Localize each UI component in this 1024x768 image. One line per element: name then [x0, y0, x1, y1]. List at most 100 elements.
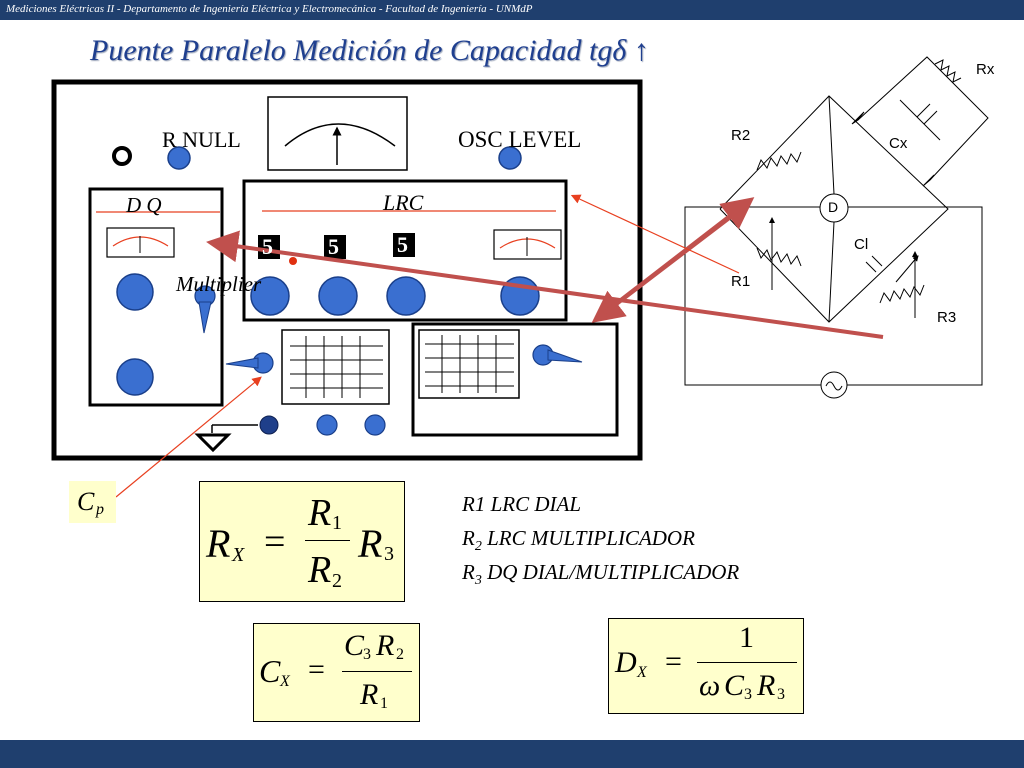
- dq-dial-knob[interactable]: [116, 273, 154, 311]
- legend-r3-sub: 3: [474, 573, 482, 589]
- rx-lhs: R: [206, 521, 231, 566]
- multiplier-label: Multiplier: [176, 272, 262, 296]
- cx-lhs: C: [259, 653, 281, 689]
- arrow-cp: [115, 376, 262, 498]
- switch-grid-left: [281, 329, 390, 405]
- legend-line-3: R3 DQ DIAL/MULTIPLICADOR: [462, 560, 739, 589]
- dx-den-c-sub: 3: [744, 686, 752, 703]
- r3-label: R3: [937, 309, 957, 326]
- cx-den-sub: 1: [380, 695, 388, 712]
- slide-title: Puente Paralelo Medición de Capacidad tg…: [90, 34, 649, 67]
- range-lever[interactable]: [532, 344, 583, 366]
- formula-dx: D X = 1 ω C 3 R 3: [608, 618, 804, 714]
- terminal-knob-2[interactable]: [364, 414, 386, 436]
- dx-den-r: R: [757, 669, 776, 702]
- osc-level-label: OSC LEVEL: [458, 127, 582, 152]
- rx-num: R: [308, 492, 332, 534]
- lrc-meter: [493, 229, 562, 260]
- arrow-r2-back: [602, 197, 755, 315]
- digit-3: 5: [397, 232, 408, 257]
- dx-lhs: D: [615, 646, 637, 679]
- cp-label-sub: p: [96, 501, 104, 518]
- dq-panel: [88, 187, 224, 407]
- rx-label: Rx: [976, 61, 995, 78]
- header-bar: Mediciones Eléctricas II - Departamento …: [0, 0, 1024, 20]
- power-ring-icon[interactable]: [112, 146, 132, 166]
- dx-den-r-sub: 3: [777, 686, 785, 703]
- r-null-knob[interactable]: [167, 146, 191, 170]
- footer-bar: [0, 740, 1024, 768]
- legend-line-2: R2 LRC MULTIPLICADOR: [462, 526, 695, 555]
- dx-den-c: C: [724, 669, 745, 702]
- cp-label-box: C p: [69, 481, 116, 523]
- legend-r2-sub: 2: [474, 539, 482, 555]
- cx-num-c-sub: 3: [363, 646, 371, 663]
- dx-eq: =: [665, 645, 682, 678]
- rx-resistor: [934, 59, 962, 83]
- rx-mult: R: [358, 521, 383, 566]
- lrc-knob-2[interactable]: [318, 276, 358, 316]
- cx-num-r-sub: 2: [396, 646, 404, 663]
- dq-label: D Q: [126, 193, 162, 217]
- null-meter: [267, 96, 408, 171]
- rx-fraction-bar: [305, 540, 350, 541]
- ground-knob[interactable]: [259, 415, 279, 435]
- multiplier-lever[interactable]: [194, 285, 216, 334]
- digit-box-2: [324, 235, 346, 259]
- indicator-led: [289, 257, 297, 265]
- instrument-panel: [51, 79, 643, 461]
- cx-label: Cx: [889, 135, 908, 152]
- cx-eq: =: [308, 653, 325, 686]
- lrc-knob-3[interactable]: [386, 276, 426, 316]
- legend-r2-text: LRC MULTIPLICADOR: [481, 526, 695, 550]
- rx-mult-sub: 3: [384, 543, 394, 565]
- terminal-knob-1[interactable]: [316, 414, 338, 436]
- osc-level-knob[interactable]: [498, 146, 522, 170]
- rx-lhs-sub: X: [232, 544, 245, 566]
- dq-meter: [106, 227, 175, 258]
- dx-lhs-sub: X: [637, 664, 647, 681]
- r1-resistor: [756, 247, 802, 267]
- lrc-panel: [242, 179, 568, 322]
- lrc-knob-1[interactable]: [250, 276, 290, 316]
- cl-label: Cl: [854, 236, 869, 253]
- digit-box-3: [393, 233, 415, 257]
- dq-multiplier-knob[interactable]: [116, 358, 154, 396]
- dx-den-omega: ω: [699, 669, 721, 702]
- cx-fraction-bar: [342, 671, 412, 672]
- arrow-lrc-r1: [570, 194, 740, 274]
- r1-label: R1: [731, 273, 751, 290]
- legend-r2: R: [462, 526, 475, 550]
- ground-terminal-icon: [194, 433, 232, 453]
- legend-r3: R: [462, 560, 475, 584]
- cp-label: C: [77, 487, 95, 516]
- rx-num-sub: 1: [332, 512, 342, 534]
- course-line: Mediciones Eléctricas II - Departamento …: [6, 3, 533, 15]
- r-null-label: R NULL: [162, 127, 241, 152]
- cx-den: R: [360, 678, 379, 711]
- right-subpanel: [411, 322, 619, 437]
- rx-den-sub: 2: [332, 570, 342, 592]
- formula-cx: C X = C 3 R 2 R 1: [253, 623, 420, 722]
- switch-grid-right: [418, 329, 520, 399]
- rx-eq: =: [264, 521, 286, 563]
- digit-2: 5: [328, 234, 339, 259]
- rx-den: R: [308, 549, 332, 591]
- digit-1: 5: [262, 234, 273, 259]
- cx-num-c: C: [344, 629, 365, 662]
- formula-rx: R X = R 1 R 2 R 3: [199, 481, 405, 602]
- legend-line-1: R1 LRC DIAL: [462, 492, 582, 516]
- lrc-label: LRC: [383, 190, 424, 215]
- arrow-r1-dial: [206, 230, 884, 339]
- r2-resistor: [756, 151, 802, 171]
- cx-lhs-sub: X: [280, 673, 290, 690]
- r2-label: R2: [731, 127, 751, 144]
- bridge-circuit: [684, 56, 989, 399]
- detector-label: D: [828, 199, 839, 215]
- dx-num: 1: [739, 621, 754, 654]
- cp-lever[interactable]: [225, 352, 274, 374]
- cx-num-r: R: [376, 629, 395, 662]
- dx-fraction-bar: [697, 662, 797, 663]
- r3-resistor: [879, 284, 925, 304]
